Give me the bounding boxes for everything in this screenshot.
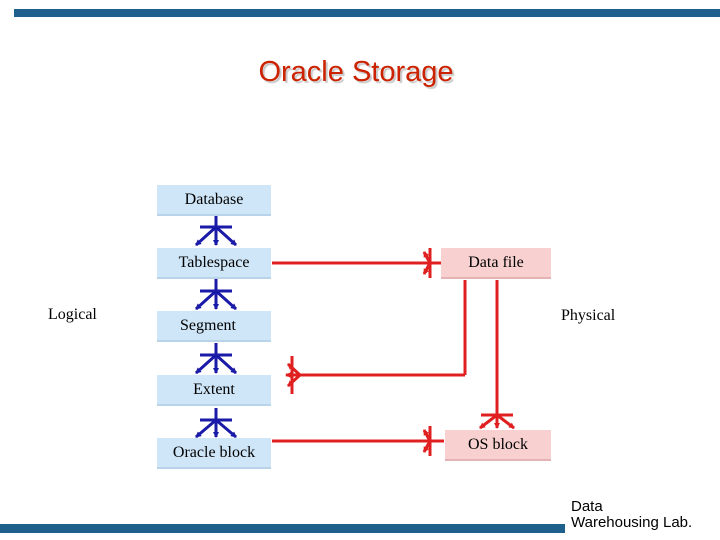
physical-label: Physical [561,307,616,324]
box-segment: Segment [157,311,271,342]
footer-line-1: Data [571,498,603,515]
connector-extent-oracle-block [195,408,237,439]
link-tablespace-datafile [272,248,444,278]
connector-segment-extent [194,343,238,375]
slide-title: Oracle Storage [258,56,454,88]
box-data-file: Data file [441,248,551,279]
connector-tablespace-segment [194,279,238,311]
footer-lab-name: Data Warehousing Lab. [571,499,720,531]
physical-connectors [272,248,515,456]
box-extent: Extent [157,375,271,406]
footer-line-2: Warehousing Lab. [571,514,693,531]
logical-label: Logical [48,306,97,323]
link-datafile-extent [285,280,467,394]
box-tablespace: Tablespace [157,248,271,279]
box-oracle-block: Oracle block [157,438,271,469]
box-os-block: OS block [445,430,551,461]
link-datafile-osblock [479,280,515,430]
link-oracleblock-osblock [272,426,444,456]
box-database: Database [157,185,271,216]
connector-database-tablespace [194,215,238,247]
bottom-accent-bar [0,524,565,533]
logical-connectors [194,215,238,439]
top-accent-bar [14,9,720,17]
